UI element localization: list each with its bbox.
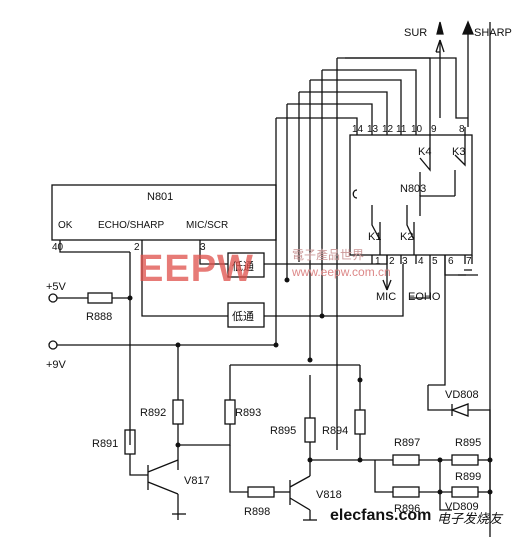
n803-pin-5: 5 <box>432 256 438 267</box>
n803-pin-13: 13 <box>367 124 379 135</box>
r893-label: R893 <box>235 407 261 419</box>
r897-label: R897 <box>394 437 420 449</box>
lowpass-2-label: 低通 <box>232 310 254 323</box>
switch-k2: K2 <box>400 231 413 243</box>
pin-3: 3 <box>200 242 206 253</box>
switch-k4: K4 <box>418 146 431 158</box>
pin-mic-scr-label: MIC/SCR <box>186 220 228 231</box>
n803-pin-9: 9 <box>431 124 437 135</box>
r888-label: R888 <box>86 311 112 323</box>
r899-label: R899 <box>455 471 481 483</box>
n803-pin-14: 14 <box>352 124 364 135</box>
n803-pin-6: 6 <box>448 256 454 267</box>
n803-block <box>349 134 473 256</box>
lowpass-box-2 <box>227 302 265 328</box>
n803-pin-10: 10 <box>411 124 423 135</box>
pin-2: 2 <box>134 242 140 253</box>
n803-pin-1: 1 <box>375 256 381 267</box>
vd808-label: VD808 <box>445 389 479 401</box>
n803-name: N803 <box>400 183 426 195</box>
eepw-watermark-logo: EEPW <box>138 248 254 290</box>
mic-label: MIC <box>376 291 396 303</box>
pin-ok-label: OK <box>58 220 73 231</box>
eepw-watermark-url: www.eepw.com.cn <box>292 265 391 279</box>
r898-label: R898 <box>244 506 270 518</box>
switch-k3: K3 <box>452 146 465 158</box>
n803-pin-4: 4 <box>418 256 424 267</box>
r895-left-label: R895 <box>270 425 296 437</box>
pin-echo-sharp-label: ECHO/SHARP <box>98 220 164 231</box>
lowpass-1-label: 低通 <box>232 260 254 273</box>
v818-label: V818 <box>316 489 342 501</box>
n803-pin-2: 2 <box>389 256 395 267</box>
r892-label: R892 <box>140 407 166 419</box>
echo-label: EOHO <box>408 291 441 303</box>
eepw-watermark-cn: 電子產品世界 <box>292 248 365 262</box>
sharp-label: SHARP <box>474 27 512 39</box>
pin-40: 40 <box>52 242 64 253</box>
sur-label: SUR <box>404 27 427 39</box>
n803-pin-3: 3 <box>402 256 408 267</box>
r891-label: R891 <box>92 438 118 450</box>
v5-label: +5V <box>46 281 67 293</box>
vd809-label: VD809 <box>445 501 479 513</box>
r894-label: R894 <box>322 425 348 437</box>
n803-pin-8: 8 <box>459 124 465 135</box>
n803-pin-7: 7 <box>466 256 472 267</box>
n801-name: N801 <box>147 191 173 203</box>
lowpass-box-1 <box>227 252 265 278</box>
elecfans-logo: elecfans.com <box>330 507 432 524</box>
n803-pin-11: 11 <box>396 124 407 135</box>
r895-right-label: R895 <box>455 437 481 449</box>
v9-label: +9V <box>46 359 67 371</box>
elecfans-logo-cn: 电子发烧友 <box>437 511 503 526</box>
n803-pin-12: 12 <box>382 124 394 135</box>
v817-label: V817 <box>184 475 210 487</box>
switch-k1: K1 <box>368 231 381 243</box>
r896-label: R896 <box>394 503 420 515</box>
